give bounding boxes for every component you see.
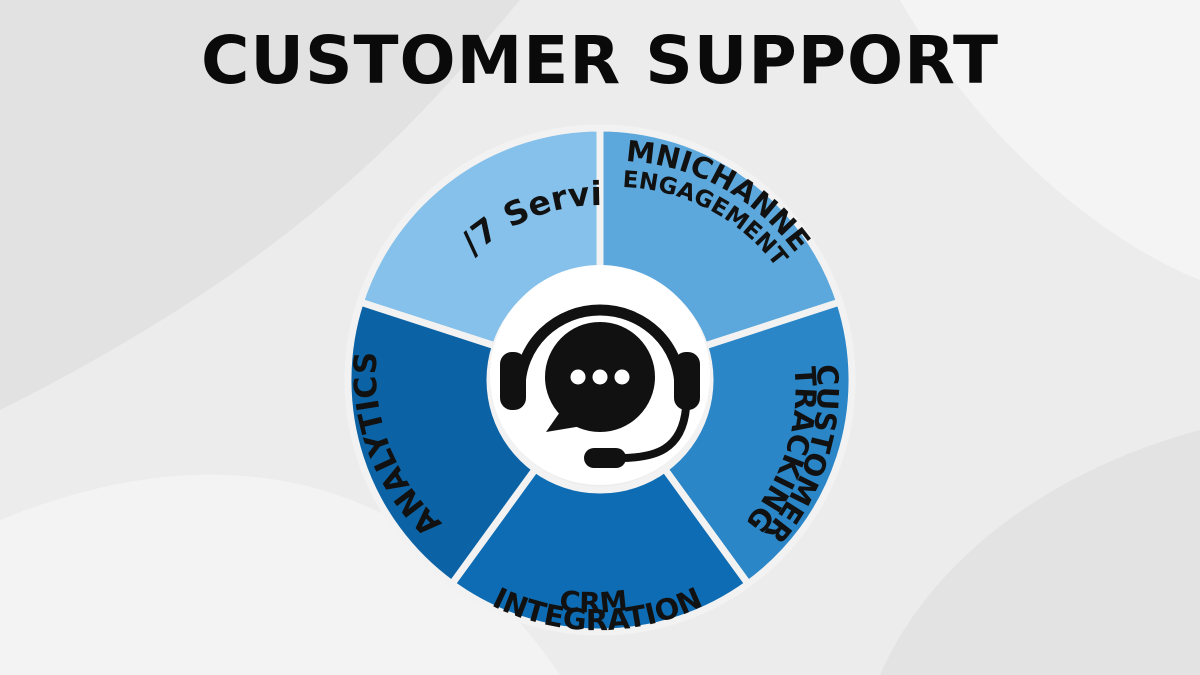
segment-analytics [344, 297, 541, 589]
segment-label-24-7-service: 24/7 Service [0, 0, 602, 262]
segment-customer-tracking [659, 297, 856, 589]
segment-crm-integration [447, 464, 753, 636]
wheel-segments [344, 124, 856, 636]
segment-label-crm: CRM [558, 584, 629, 620]
page-title: CUSTOMER SUPPORT [200, 22, 1000, 99]
headset-chat-icon [500, 304, 700, 468]
